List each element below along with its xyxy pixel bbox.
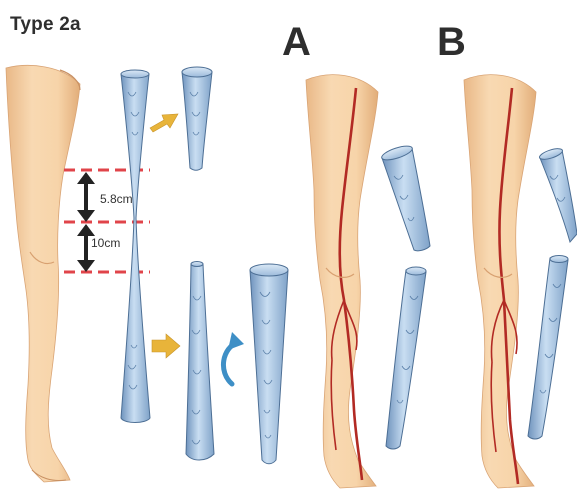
figure-title: Type 2a: [10, 14, 81, 36]
left-leg-illustration: [6, 65, 80, 482]
leg-b-vein-upper: [538, 146, 577, 242]
panel-a-label: A: [282, 20, 311, 65]
measurement-upper-label: 5.8cm: [100, 192, 133, 206]
panel-b-label: B: [437, 20, 466, 65]
vein-segment-upper: [182, 67, 212, 170]
leg-a-illustration: [306, 75, 378, 488]
vein-segment-lower: [186, 262, 214, 461]
arrow-right-icon: [150, 114, 180, 358]
measurement-lower-label: 10cm: [91, 236, 120, 250]
vein-graft-full: [121, 70, 150, 423]
rotate-arrow-icon: [223, 332, 244, 384]
leg-a-vein-lower: [386, 267, 426, 449]
double-arrow-icon: [77, 172, 95, 272]
leg-a-vein-upper: [380, 143, 430, 250]
leg-b-illustration: [464, 75, 536, 488]
vein-graft-reversed: [250, 264, 288, 464]
leg-b-vein-lower: [528, 256, 568, 440]
